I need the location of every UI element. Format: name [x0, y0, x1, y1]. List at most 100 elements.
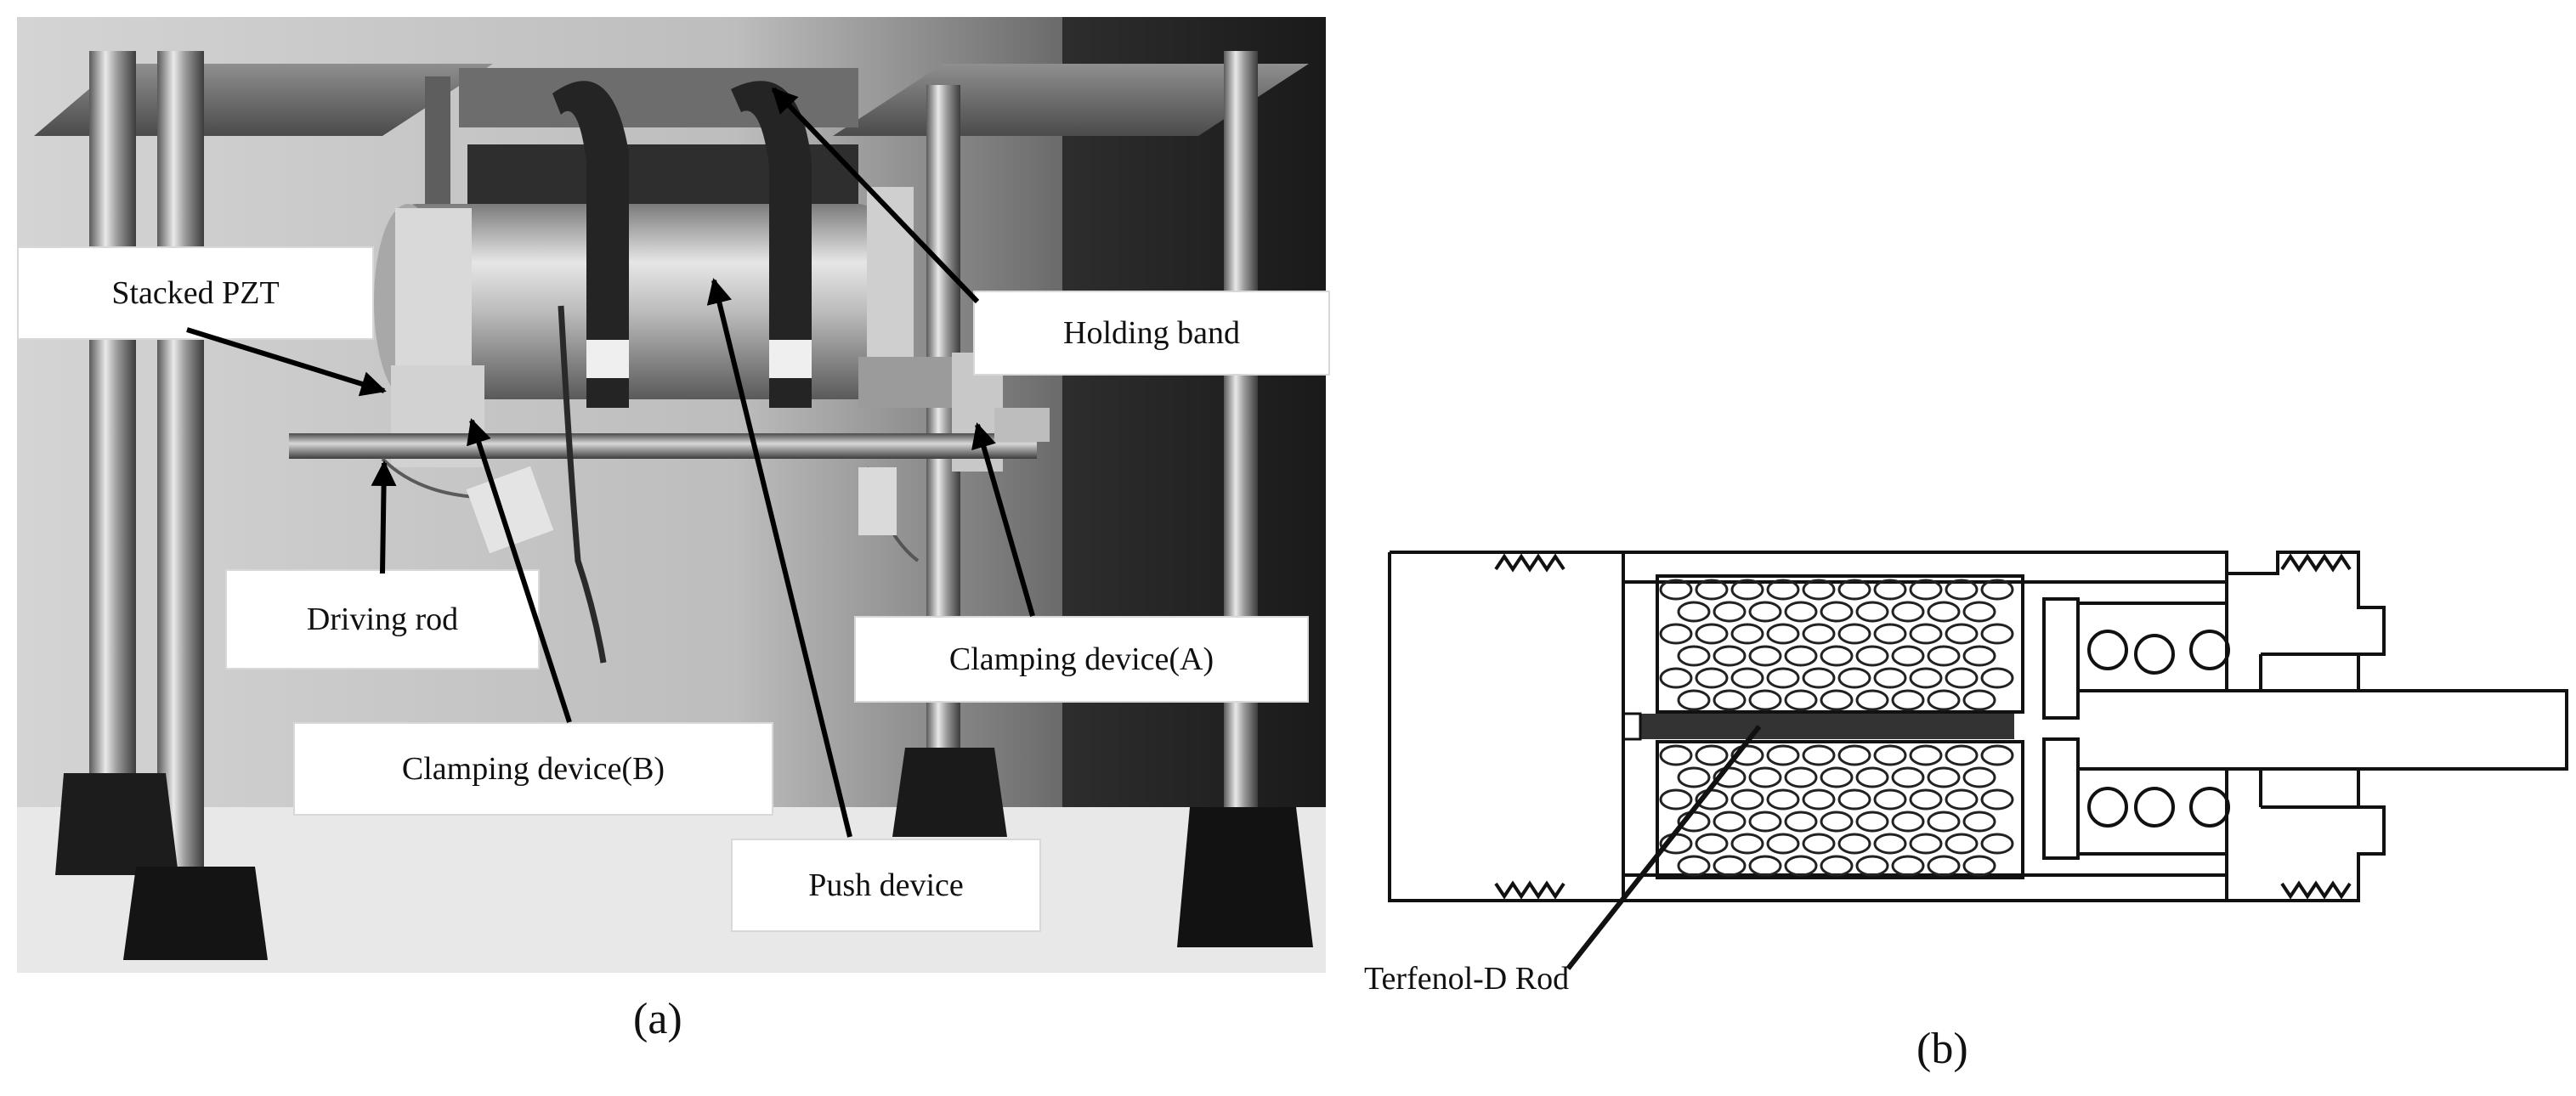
coil-winding-turn: [1730, 623, 1764, 645]
output-shaft: [2078, 689, 2568, 771]
coil-winding-turn: [1855, 689, 1889, 711]
coil-winding-turn: [1695, 623, 1729, 645]
coil-winding-turn: [1837, 833, 1871, 855]
coil-winding-turn: [1855, 811, 1889, 833]
coil-winding-turn: [1962, 601, 1996, 623]
coil-winding-turn: [1855, 855, 1889, 877]
coil-winding-turn: [1837, 579, 1871, 601]
coil-winding-turn: [1802, 579, 1836, 601]
actuator-schematic: [1388, 551, 2568, 970]
coil-winding-turn: [1730, 788, 1764, 811]
coil-winding-turn: [1820, 645, 1854, 667]
coil-winding-turn: [1659, 788, 1693, 811]
coil-winding-turn: [1980, 833, 2014, 855]
coil-winding-turn: [1784, 855, 1818, 877]
label-driving-rod: Driving rod: [225, 569, 540, 669]
coil-winding-turn: [1713, 601, 1747, 623]
coil-winding-turn: [1730, 579, 1764, 601]
coil-winding-turn: [1962, 689, 1996, 711]
photo-panel: [17, 17, 1326, 973]
coil-winding-turn: [1695, 579, 1729, 601]
coil-upper: [1656, 574, 2024, 714]
coil-winding-turn: [1980, 623, 2014, 645]
coil-winding-turn: [1927, 811, 1961, 833]
coil-winding-turn: [1766, 833, 1800, 855]
coil-winding-turn: [1713, 855, 1747, 877]
coil-winding-turn: [1820, 601, 1854, 623]
label-driving-rod-text: Driving rod: [306, 602, 459, 637]
coil-winding-turn: [1873, 579, 1907, 601]
coil-winding-turn: [1837, 623, 1871, 645]
coil-winding-turn: [1980, 744, 2014, 766]
coil-winding-turn: [1784, 766, 1818, 788]
housing-upper-outline: [1390, 551, 2386, 691]
coil-winding-turn: [1784, 645, 1818, 667]
coil-winding-turn: [1695, 667, 1729, 689]
coil-winding-turn: [1945, 788, 1979, 811]
coil-lower: [1656, 740, 2024, 879]
caption-panel-a-text: (a): [633, 995, 682, 1043]
coil-winding-turn: [1891, 689, 1925, 711]
coil-winding-turn: [1659, 579, 1693, 601]
coil-winding-turn: [1784, 689, 1818, 711]
coil-winding-turn: [1962, 766, 1996, 788]
coil-winding-turn: [1927, 855, 1961, 877]
coil-winding-turn: [1748, 689, 1782, 711]
coil-winding-turn: [1766, 744, 1800, 766]
coil-winding-turn: [1748, 811, 1782, 833]
spring-stop-lower: [2042, 737, 2080, 860]
coil-winding-turn: [1695, 744, 1729, 766]
coil-winding-turn: [1873, 744, 1907, 766]
coil-winding-turn: [1980, 667, 2014, 689]
coil-winding-turn: [1909, 623, 1943, 645]
thread-marks-right-top: [2280, 553, 2352, 573]
coil-winding-turn: [1820, 766, 1854, 788]
coil-winding-turn: [1766, 623, 1800, 645]
coil-winding-turn: [1677, 766, 1711, 788]
coil-winding-turn: [1748, 645, 1782, 667]
coil-winding-turn: [1891, 766, 1925, 788]
coil-winding-turn: [1802, 744, 1836, 766]
label-stacked-pzt-text: Stacked PZT: [111, 275, 280, 311]
coil-winding-turn: [1855, 645, 1889, 667]
coil-winding-turn: [1962, 855, 1996, 877]
coil-winding-turn: [1659, 667, 1693, 689]
coil-winding-turn: [1945, 623, 1979, 645]
springs: [2087, 630, 2230, 828]
coil-winding-turn: [1927, 766, 1961, 788]
label-stacked-pzt: Stacked PZT: [17, 246, 374, 340]
coil-winding-turn: [1730, 667, 1764, 689]
coil-winding-turn: [1713, 811, 1747, 833]
thread-marks-right-bottom: [2280, 880, 2352, 900]
coil-winding-turn: [1945, 667, 1979, 689]
coil-winding-turn: [1659, 623, 1693, 645]
coil-winding-turn: [1802, 623, 1836, 645]
coil-winding-turn: [1802, 788, 1836, 811]
label-push-device-text: Push device: [808, 867, 964, 903]
caption-panel-b-text: (b): [1916, 1025, 1968, 1073]
coil-winding-turn: [1713, 689, 1747, 711]
coil-winding-turn: [1730, 744, 1764, 766]
spring-stop-upper: [2042, 597, 2080, 720]
coil-winding-turn: [1855, 766, 1889, 788]
rod-end-spacer: [1622, 712, 1642, 741]
coil-winding-turn: [1873, 623, 1907, 645]
label-clamping-device-a-text: Clamping device(A): [948, 641, 1214, 677]
coil-winding-turn: [1748, 766, 1782, 788]
photo-illustration: [17, 17, 1326, 973]
coil-winding-turn: [1820, 855, 1854, 877]
coil-winding-turn: [1891, 811, 1925, 833]
coil-winding-turn: [1820, 811, 1854, 833]
coil-winding-turn: [1748, 601, 1782, 623]
coil-winding-turn: [1945, 833, 1979, 855]
coil-winding-turn: [1891, 601, 1925, 623]
terfenol-leader-line: [1565, 725, 1762, 970]
coil-winding-turn: [1820, 689, 1854, 711]
coil-winding-turn: [1677, 689, 1711, 711]
coil-winding-turn: [1962, 645, 1996, 667]
coil-winding-turn: [1909, 667, 1943, 689]
label-terfenol-d-rod-text: Terfenol-D Rod: [1364, 961, 1570, 997]
coil-winding-turn: [1909, 833, 1943, 855]
coil-winding-turn: [1909, 579, 1943, 601]
thread-marks-left-top: [1494, 553, 1565, 573]
